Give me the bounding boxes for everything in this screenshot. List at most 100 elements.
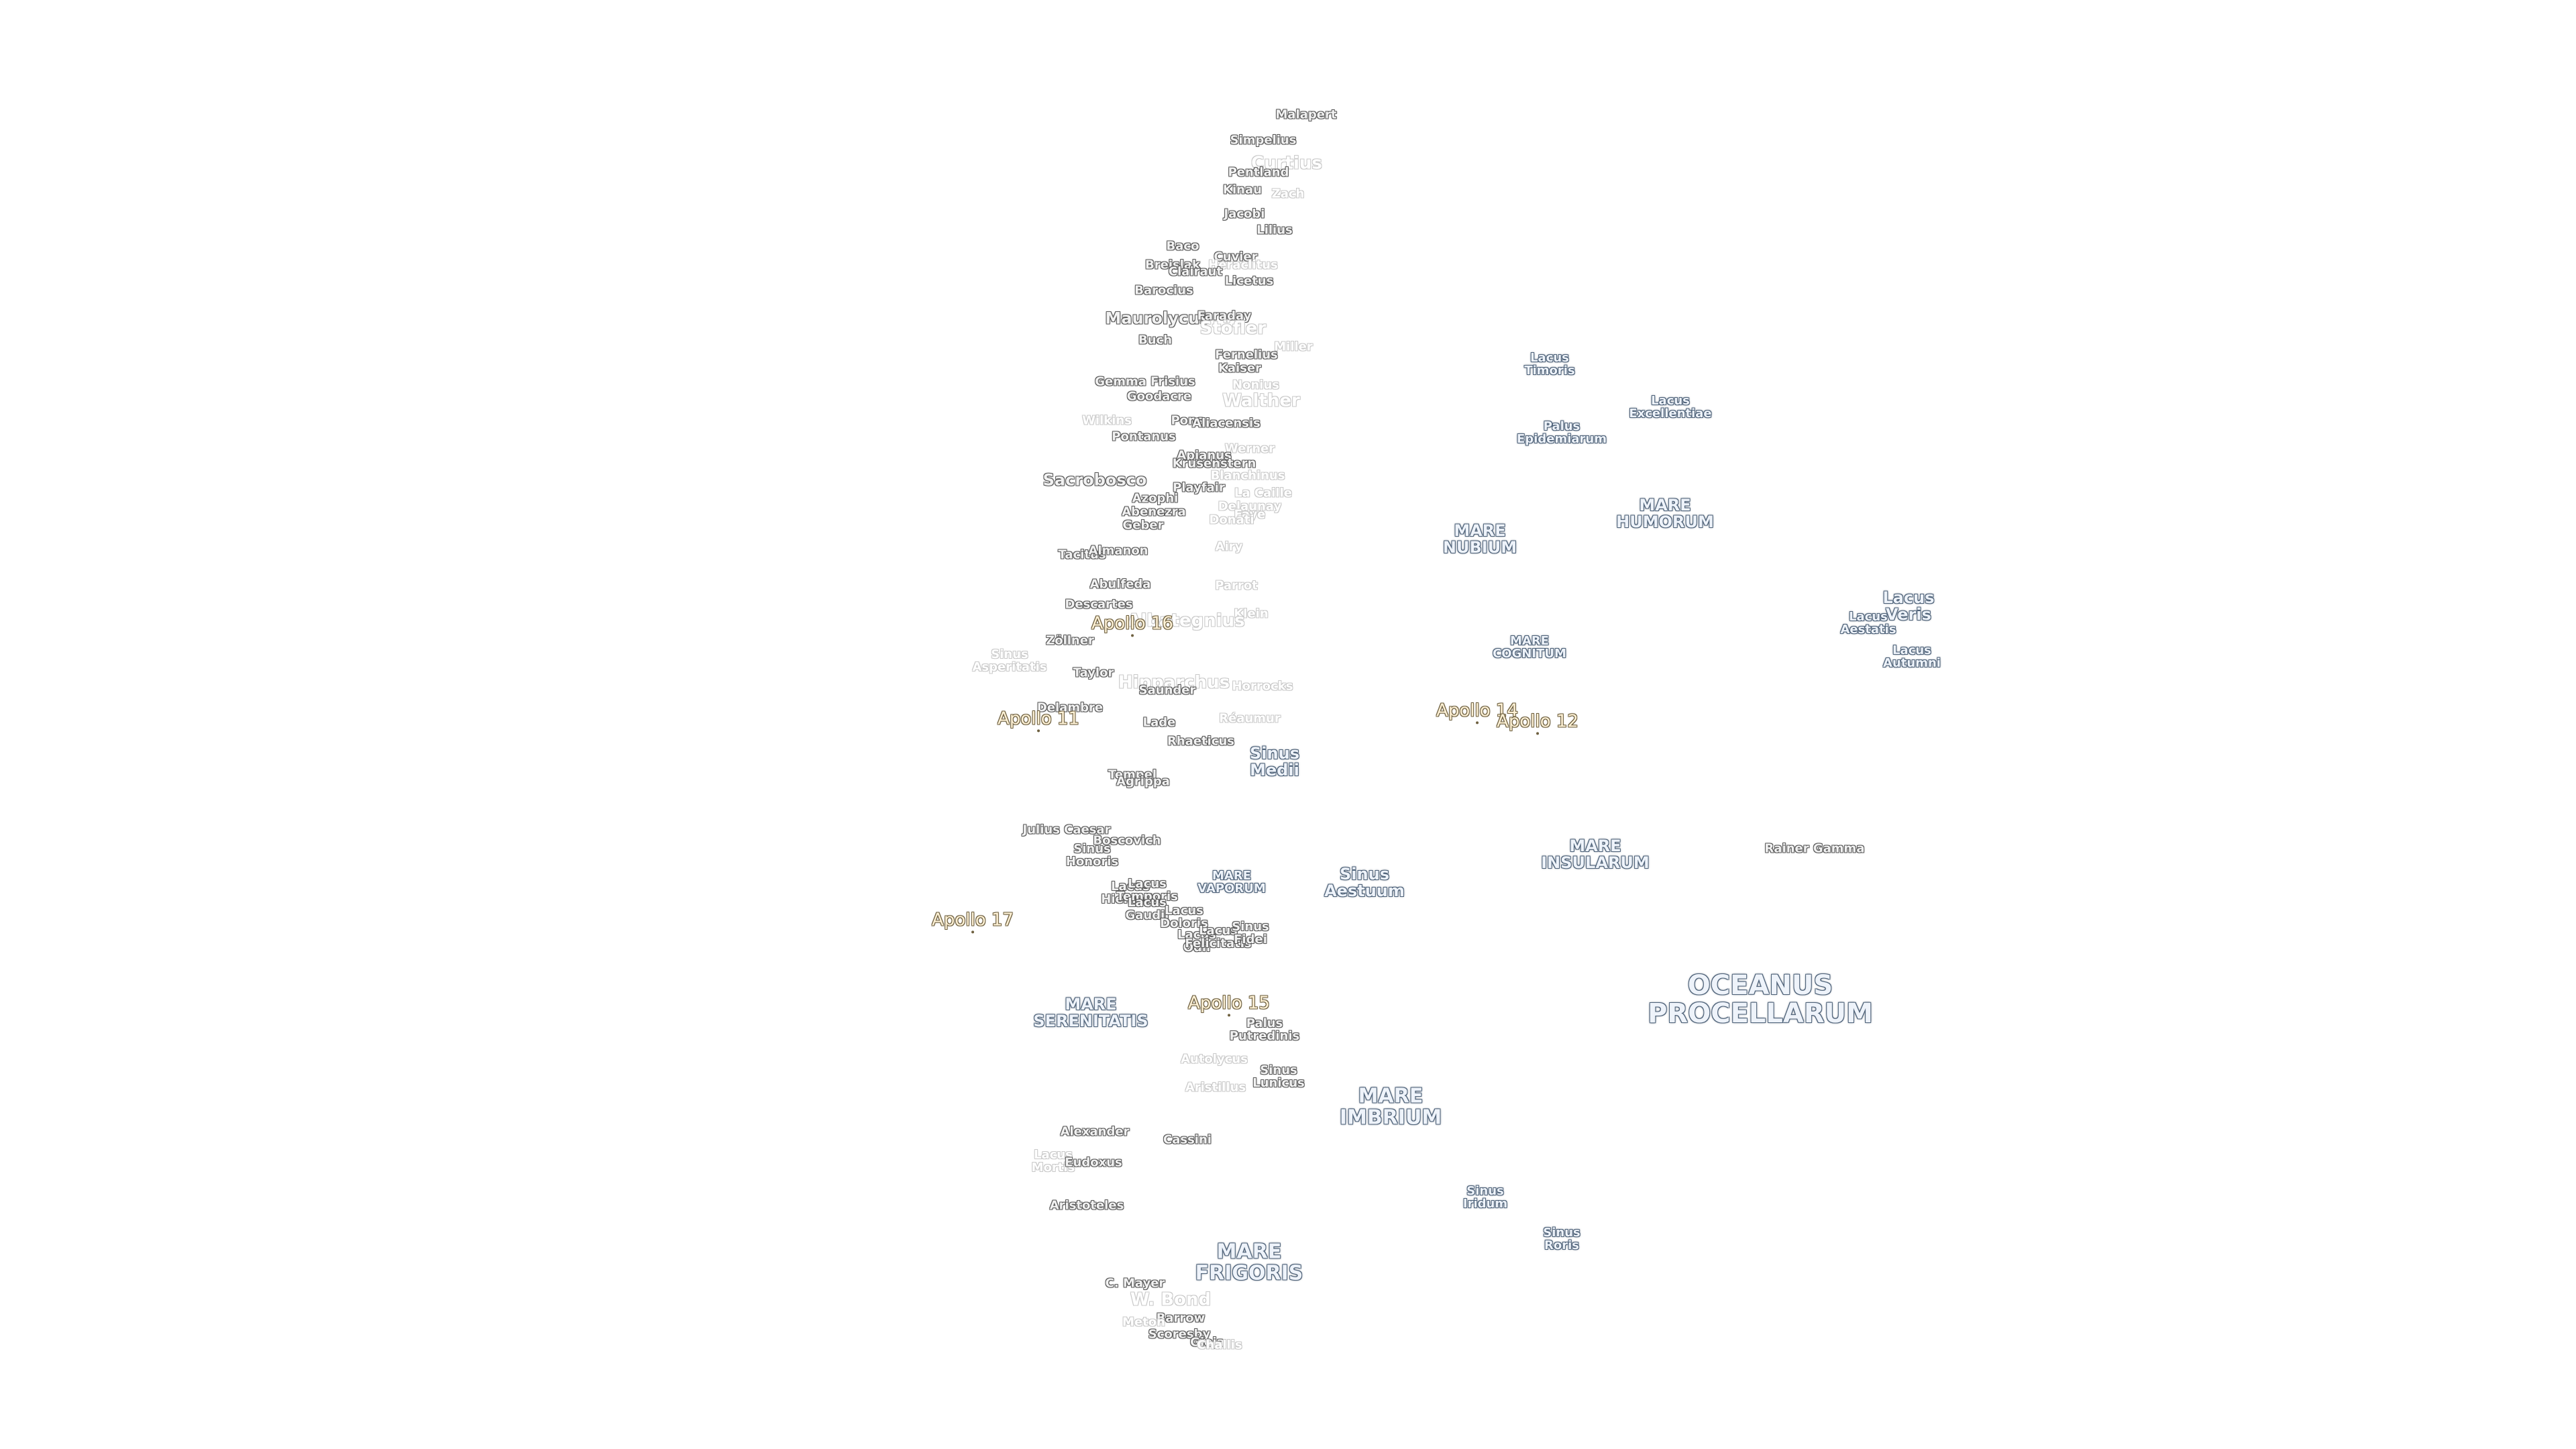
crater-label-wilkins[interactable]: Wilkins xyxy=(1082,413,1132,428)
crater-label-abulfeda[interactable]: Abulfeda xyxy=(1089,577,1151,592)
crater-label-malapert[interactable]: Malapert xyxy=(1275,107,1337,122)
landing-site-apollo-11[interactable]: Apollo 11 xyxy=(998,708,1079,733)
crater-label-sacrobosco[interactable]: Sacrobosco xyxy=(1042,470,1147,490)
crater-label-la-caille[interactable]: La Caille xyxy=(1234,486,1292,500)
crater-label-sinus-lunicus[interactable]: Sinus Lunicus xyxy=(1252,1063,1305,1090)
crater-label-descartes[interactable]: Descartes xyxy=(1065,597,1133,612)
crater-label-heraclitus[interactable]: Heraclitus xyxy=(1208,258,1278,272)
crater-label-breislak[interactable]: Breislak xyxy=(1145,258,1200,272)
crater-label-clairaut[interactable]: Clairaut xyxy=(1168,264,1223,279)
mare-label-mare-nubium[interactable]: MARE NUBIUM xyxy=(1442,521,1517,557)
crater-label-reaumur[interactable]: Réaumur xyxy=(1219,711,1281,726)
mare-label-lacus-excellentiae[interactable]: Lacus Excellentiae xyxy=(1629,394,1712,421)
crater-label-cassini[interactable]: Cassini xyxy=(1163,1132,1212,1147)
mare-label-mare-cognitum[interactable]: MARE COGNITUM xyxy=(1493,634,1566,661)
crater-label-challis[interactable]: Challis xyxy=(1197,1338,1242,1352)
crater-label-playfair[interactable]: Playfair xyxy=(1173,480,1225,495)
crater-label-faraday[interactable]: Faraday xyxy=(1197,309,1252,323)
mare-label-lacus-aestatis[interactable]: Lacus Aestatis xyxy=(1840,610,1896,637)
crater-label-delambre[interactable]: Delambre xyxy=(1036,700,1104,715)
crater-label-aliacensis[interactable]: Aliacensis xyxy=(1192,416,1260,431)
crater-label-buch[interactable]: Buch xyxy=(1138,333,1173,347)
crater-label-simpelius[interactable]: Simpelius xyxy=(1230,133,1297,148)
crater-label-lade[interactable]: Lade xyxy=(1142,715,1176,730)
crater-label-lacus-felicitatis[interactable]: Lacus Felicitatis xyxy=(1185,924,1252,951)
crater-label-boscovich[interactable]: Boscovich xyxy=(1093,833,1161,848)
mare-label-mare-serenitatis[interactable]: MARE SERENITATIS xyxy=(1033,994,1148,1030)
crater-label-cuvier[interactable]: Cuvier xyxy=(1214,250,1258,264)
crater-label-lacus-mortis[interactable]: Lacus Mortis xyxy=(1031,1148,1075,1175)
crater-label-scoresby[interactable]: Scoresby xyxy=(1148,1327,1211,1342)
crater-label-w-bond[interactable]: W. Bond xyxy=(1130,1289,1212,1310)
crater-label-werner[interactable]: Werner xyxy=(1224,441,1275,456)
crater-label-baco[interactable]: Baco xyxy=(1166,239,1199,254)
crater-label-klein[interactable]: Klein xyxy=(1234,606,1269,621)
mare-label-sinus-roris[interactable]: Sinus Roris xyxy=(1543,1226,1580,1252)
landing-site-apollo-15[interactable]: Apollo 15 xyxy=(1188,993,1270,1018)
crater-label-alexander[interactable]: Alexander xyxy=(1060,1124,1130,1139)
crater-label-blanchinus[interactable]: Blanchinus xyxy=(1210,468,1285,483)
crater-label-lacus-temporis[interactable]: Lacus Temporis xyxy=(1116,877,1178,904)
mare-label-lacus-autumni[interactable]: Lacus Autumni xyxy=(1883,643,1941,670)
crater-label-miller[interactable]: Miller xyxy=(1274,339,1313,354)
crater-label-sinus-fidei[interactable]: Sinus Fidei xyxy=(1232,920,1269,947)
landing-site-apollo-16[interactable]: Apollo 16 xyxy=(1091,613,1173,638)
crater-label-meton[interactable]: Meton xyxy=(1122,1315,1165,1330)
mare-label-mare-vaporum[interactable]: MARE VAPORUM xyxy=(1197,869,1266,896)
mare-label-mare-insularum[interactable]: MARE INSULARUM xyxy=(1541,836,1650,872)
mare-label-lacus-timoris[interactable]: Lacus Timoris xyxy=(1524,351,1575,378)
crater-label-zach[interactable]: Zach xyxy=(1271,186,1305,201)
crater-label-licetus[interactable]: Licetus xyxy=(1224,274,1274,288)
crater-label-fernelius[interactable]: Fernelius xyxy=(1215,347,1278,362)
crater-label-geber[interactable]: Geber xyxy=(1122,518,1164,533)
crater-label-pentland[interactable]: Pentland xyxy=(1228,165,1289,180)
crater-label-c-mayer[interactable]: C. Mayer xyxy=(1105,1276,1165,1291)
mare-label-oceanus-procellarum[interactable]: OCEANUS PROCELLARUM xyxy=(1648,970,1873,1029)
crater-label-krusenstern[interactable]: Krusenstern xyxy=(1172,456,1256,471)
crater-label-airy[interactable]: Airy xyxy=(1215,539,1243,554)
crater-label-eudoxus[interactable]: Eudoxus xyxy=(1065,1155,1122,1170)
mare-label-sinus-aestuum[interactable]: Sinus Aestuum xyxy=(1324,864,1405,900)
crater-label-goodacre[interactable]: Goodacre xyxy=(1126,389,1192,404)
mare-label-palus-epidemiarum[interactable]: Palus Epidemiarum xyxy=(1517,419,1607,446)
crater-label-tacitus[interactable]: Tacitus xyxy=(1058,547,1106,562)
crater-label-gioja[interactable]: Gioja xyxy=(1190,1335,1225,1350)
crater-label-rhaeticus[interactable]: Rhaeticus xyxy=(1167,734,1235,749)
crater-label-apianus[interactable]: Apianus xyxy=(1177,448,1232,463)
crater-label-tempel[interactable]: Tempel xyxy=(1108,767,1157,782)
crater-label-sinus-asperitatis[interactable]: Sinus Asperitatis xyxy=(972,647,1047,674)
crater-label-walther[interactable]: Walther xyxy=(1222,390,1300,411)
crater-label-autolycus[interactable]: Autolycus xyxy=(1181,1052,1248,1067)
crater-label-agrippa[interactable]: Agrippa xyxy=(1116,774,1170,789)
crater-label-lilius[interactable]: Lilius xyxy=(1256,223,1293,237)
crater-label-kaiser[interactable]: Kaiser xyxy=(1218,361,1262,376)
mare-label-mare-imbrium[interactable]: MARE IMBRIUM xyxy=(1339,1084,1442,1129)
crater-label-hipparchus[interactable]: Hipparchus xyxy=(1118,672,1230,693)
crater-label-aristoteles[interactable]: Aristoteles xyxy=(1049,1198,1124,1213)
crater-label-barocius[interactable]: Barocius xyxy=(1134,283,1193,298)
crater-label-azophi[interactable]: Azophi xyxy=(1132,491,1179,506)
crater-label-albategnius[interactable]: Albategnius xyxy=(1127,610,1245,631)
crater-label-horrocks[interactable]: Horrocks xyxy=(1232,679,1293,694)
mare-label-lacus-veris[interactable]: Lacus Veris xyxy=(1882,588,1935,624)
mare-label-mare-frigoris[interactable]: MARE FRIGORIS xyxy=(1195,1240,1303,1285)
crater-label-lacus-odii[interactable]: Lacus Odii xyxy=(1177,928,1216,955)
crater-label-lacus-doloris[interactable]: Lacus Doloris xyxy=(1160,904,1208,930)
crater-label-palus-putredinis[interactable]: Palus Putredinis xyxy=(1229,1016,1300,1043)
crater-label-rainer-gamma[interactable]: Rainer Gamma xyxy=(1764,841,1865,856)
crater-label-almanon[interactable]: Almanon xyxy=(1088,543,1148,558)
crater-label-maurolycus[interactable]: Maurolycus xyxy=(1105,309,1210,328)
crater-label-parrot[interactable]: Parrot xyxy=(1215,578,1258,593)
crater-label-saunder[interactable]: Saunder xyxy=(1138,683,1196,698)
mare-label-mare-humorum[interactable]: MARE HUMORUM xyxy=(1616,495,1714,531)
mare-label-sinus-iridum[interactable]: Sinus Iridum xyxy=(1462,1184,1508,1211)
crater-label-aristillus[interactable]: Aristillus xyxy=(1185,1080,1246,1095)
landing-site-apollo-12[interactable]: Apollo 12 xyxy=(1497,711,1578,736)
landing-site-apollo-17[interactable]: Apollo 17 xyxy=(932,910,1014,934)
crater-label-sinus-honoris[interactable]: Sinus Honoris xyxy=(1065,842,1119,869)
crater-label-delaunay[interactable]: Delaunay xyxy=(1218,499,1282,514)
crater-label-lacus-hiemalis[interactable]: Lacus Hiemalis xyxy=(1101,879,1160,906)
crater-label-stoefler[interactable]: Stöfler xyxy=(1199,318,1267,339)
crater-label-faye[interactable]: Faye xyxy=(1234,507,1266,522)
